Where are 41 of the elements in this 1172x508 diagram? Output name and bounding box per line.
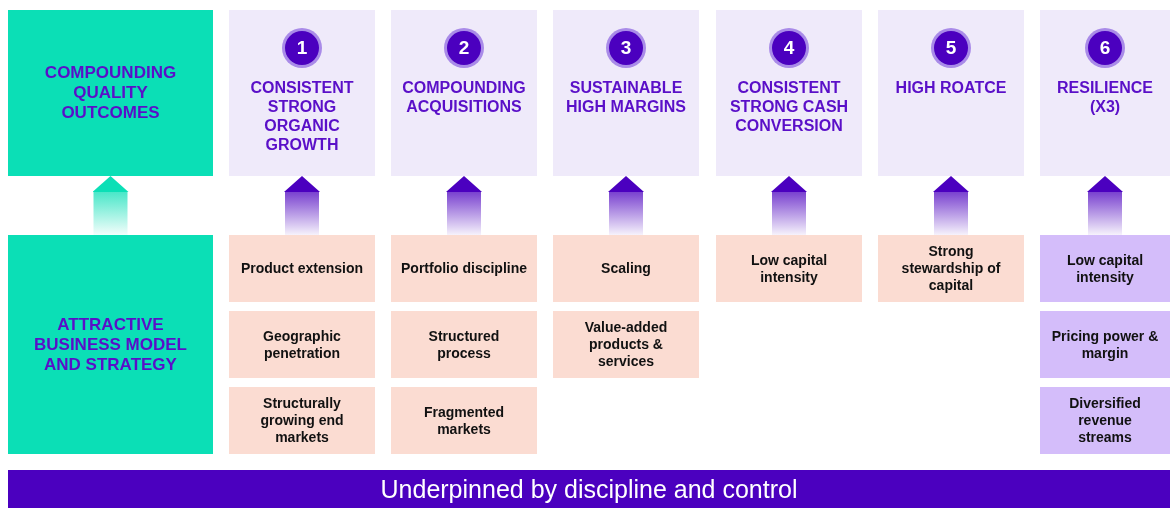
foundation-banner: Underpinned by discipline and control bbox=[8, 470, 1170, 508]
outcome-panel bbox=[391, 10, 537, 176]
outcome-panel bbox=[878, 10, 1024, 176]
heading-panel: ATTRACTIVE BUSINESS MODEL AND STRATEGY bbox=[8, 235, 213, 454]
strategy-card: Strong stewardship of capital bbox=[878, 235, 1024, 302]
strategy-card: Diversified revenue streams bbox=[1040, 387, 1170, 454]
up-arrow bbox=[446, 176, 482, 235]
strategy-card: Structured process bbox=[391, 311, 537, 378]
up-arrow bbox=[1087, 176, 1123, 235]
strategy-card: Low capital intensity bbox=[716, 235, 862, 302]
heading-text: SUSTAINABLE HIGH MARGINS bbox=[565, 78, 687, 116]
up-arrow bbox=[771, 176, 807, 235]
heading-text: HIGH ROATCE bbox=[894, 78, 1008, 97]
strategy-card: Structurally growing end markets bbox=[229, 387, 375, 454]
heading-text: COMPOUNDING ACQUISITIONS bbox=[401, 78, 527, 116]
number-badge: 6 bbox=[1088, 31, 1122, 65]
number-badge: 5 bbox=[934, 31, 968, 65]
strategy-card: Fragmented markets bbox=[391, 387, 537, 454]
heading-panel: COMPOUNDING QUALITY OUTCOMES bbox=[8, 10, 213, 176]
outcome-panel bbox=[229, 10, 375, 176]
outcome-panel bbox=[1040, 10, 1170, 176]
outcome-panel bbox=[553, 10, 699, 176]
number-badge: 3 bbox=[609, 31, 643, 65]
strategy-card: Product extension bbox=[229, 235, 375, 302]
heading-text: RESILIENCE (X3) bbox=[1056, 78, 1154, 116]
number-badge: 4 bbox=[772, 31, 806, 65]
strategy-card: Pricing power & margin bbox=[1040, 311, 1170, 378]
outcome-panel bbox=[716, 10, 862, 176]
strategy-card: Portfolio discipline bbox=[391, 235, 537, 302]
heading-text: CONSISTENT STRONG CASH CONVERSION bbox=[728, 78, 850, 135]
number-badge: 1 bbox=[285, 31, 319, 65]
strategy-card: Scaling bbox=[553, 235, 699, 302]
number-badge: 2 bbox=[447, 31, 481, 65]
strategy-card: Value-added products & services bbox=[553, 311, 699, 378]
up-arrow bbox=[608, 176, 644, 235]
strategy-card: Geographic penetration bbox=[229, 311, 375, 378]
up-arrow bbox=[92, 176, 129, 235]
heading-text: CONSISTENT STRONG ORGANIC GROWTH bbox=[249, 78, 355, 154]
up-arrow bbox=[933, 176, 969, 235]
up-arrow bbox=[284, 176, 320, 235]
strategy-card: Low capital intensity bbox=[1040, 235, 1170, 302]
